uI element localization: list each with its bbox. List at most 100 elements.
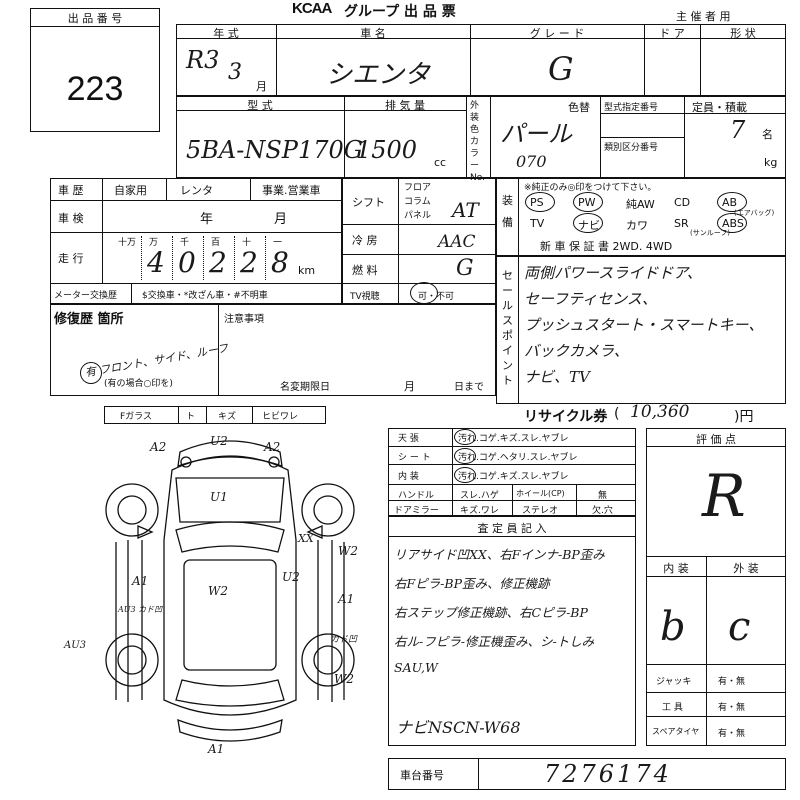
meter-exchange-options: $交換車・*改ざん車・#不明車 (142, 291, 268, 301)
mark-w2-right: W2 (338, 544, 358, 558)
mileage-digit: 0 (178, 246, 196, 279)
type-designation-label: 型式指定番号 (604, 103, 659, 113)
private-label: 自家用 (114, 184, 147, 197)
top-row-frame (176, 24, 786, 96)
mileage-digit: 2 (209, 246, 227, 279)
mirror-options: キズ.ワレ (460, 506, 499, 516)
year-label: 年 式 (213, 27, 239, 40)
mirror-label: ドアミラー (394, 506, 439, 516)
equipment-circle (573, 192, 603, 212)
mark-au3-outside: AU3 (64, 640, 87, 651)
chassis-frame (388, 758, 786, 790)
interior-circle (454, 429, 476, 445)
business-label: 事業.営業車 (262, 184, 321, 197)
mark-a1-right: A1 (338, 592, 355, 606)
shift-value: AT (452, 198, 479, 222)
airbag-note: (エアバッグ) (734, 209, 775, 217)
inspector-line: 右ル-フピラ-修正機歪み、シ-トしみ (394, 634, 595, 649)
recycle-label: リサイクル券 (524, 409, 608, 425)
equipment-circle (717, 213, 747, 233)
ac-label: 冷 房 (352, 234, 378, 247)
mark-a2-left: A2 (150, 440, 167, 454)
stereo-options: 欠.穴 (592, 506, 613, 516)
sales-point-line: セーフティセンス、 (524, 290, 657, 308)
logo: KCAA (292, 0, 332, 17)
inspector-line: 右ステップ修正機跡、右Cピラ-BP (394, 605, 588, 620)
grade-value: G (548, 50, 574, 88)
equipment-item: カワ (626, 219, 648, 232)
mark-a1-left: A1 (132, 574, 149, 588)
mark-w2-center: W2 (208, 584, 228, 598)
repair-note: (有の場合○印を) (104, 379, 173, 389)
exterior-grade-label: 外 装 (733, 562, 759, 575)
organizer-label: 主 催 者 用 (676, 10, 731, 23)
model-row-frame (176, 96, 786, 178)
door-label: ド ア (659, 27, 685, 40)
repair-label: 修復歴 箇所 (54, 312, 124, 327)
column-label: コラム (404, 197, 431, 207)
equipment-circle (717, 192, 747, 212)
grade-label: グ レ ー ド (529, 27, 585, 40)
inspection-month-unit: 月 (274, 212, 288, 227)
model-value: 5BA-NSP170G (186, 136, 363, 164)
capacity-label: 定員・積載 (692, 101, 747, 114)
equipment-item: TV (530, 217, 545, 230)
inspector-line: リアサイド凹XX、右Fインナ-BP歪み (394, 547, 605, 562)
mileage-digit-label: 千 (180, 238, 190, 248)
color-side-label: 外装色 カラーNo. (470, 101, 485, 183)
equipment-item: CD (674, 196, 691, 209)
sales-points-label: セールスポイント (502, 269, 513, 387)
model-label: 型 式 (247, 99, 273, 112)
handle-options: スレ.ハゲ (460, 491, 499, 501)
interior-row-label: 天 張 (398, 434, 419, 444)
equipment-item: SR (674, 217, 689, 230)
tv-circle-mark (410, 282, 438, 304)
displacement-unit: cc (434, 156, 447, 169)
lot-number-box (30, 8, 160, 132)
jack-label: ジャッキ (656, 677, 692, 687)
mark-u1: U1 (210, 490, 228, 504)
grade-frame (646, 428, 786, 746)
glass-option-3: ヒビワレ (262, 412, 299, 422)
history-label: 車 歴 (58, 184, 84, 197)
sales-point-line: 両側パワースライドドア、 (524, 264, 702, 282)
inspection-year-unit: 年 (200, 212, 214, 227)
spare-option: 有・無 (718, 729, 746, 739)
month-value: 3 (228, 60, 242, 85)
inspector-line: 右Fピラ-BP歪み、修正機跡 (394, 576, 550, 591)
mark-a1-bottom: A1 (208, 742, 225, 756)
floor-label: フロア (404, 183, 432, 193)
jack-option: 有・無 (718, 677, 746, 687)
displacement-label: 排 気 量 (385, 99, 425, 112)
tv-label: TV視聴 (350, 292, 380, 302)
year-value: R3 (186, 46, 220, 74)
navi-model: ナビNSCN-W68 (396, 718, 521, 737)
shape-label: 形 状 (730, 27, 756, 40)
spare-label: スペアタイヤ (652, 727, 700, 736)
capacity-value: 7 (730, 116, 746, 144)
color-value: パール (500, 120, 572, 148)
inspector-frame (388, 516, 636, 746)
shift-label: シフト (352, 196, 385, 209)
interior-row-label: シ ー ト (398, 453, 431, 463)
wheel-label: ホイール(CP) (516, 489, 565, 498)
capacity-unit: 名 (762, 128, 773, 141)
glass-frame (104, 406, 326, 424)
fuel-value: G (456, 256, 474, 281)
handle-label: ハンドル (398, 491, 435, 501)
lot-number-value: 223 (66, 70, 124, 108)
color-number: 070 (516, 152, 547, 171)
inspector-label: 査 定 員 記 入 (477, 522, 547, 535)
car-name-value: シエンタ (326, 60, 431, 90)
car-label: 車 名 (360, 27, 386, 40)
mark-xx: XX (298, 532, 314, 545)
repair-yes-circle (80, 362, 102, 384)
deadline-month: 月 (404, 380, 415, 393)
interior-grade-label: 内 装 (663, 562, 689, 575)
mark-kado-right: カド凹 (330, 635, 358, 645)
equipment-frame (496, 178, 786, 256)
panel-label: パネル (404, 211, 432, 221)
interior-row-options: 汚れ.コゲ.ヘタリ.スレ.ヤブレ (458, 453, 578, 463)
wheel-value: 無 (598, 491, 608, 501)
mileage-digit-label: 万 (149, 238, 159, 248)
